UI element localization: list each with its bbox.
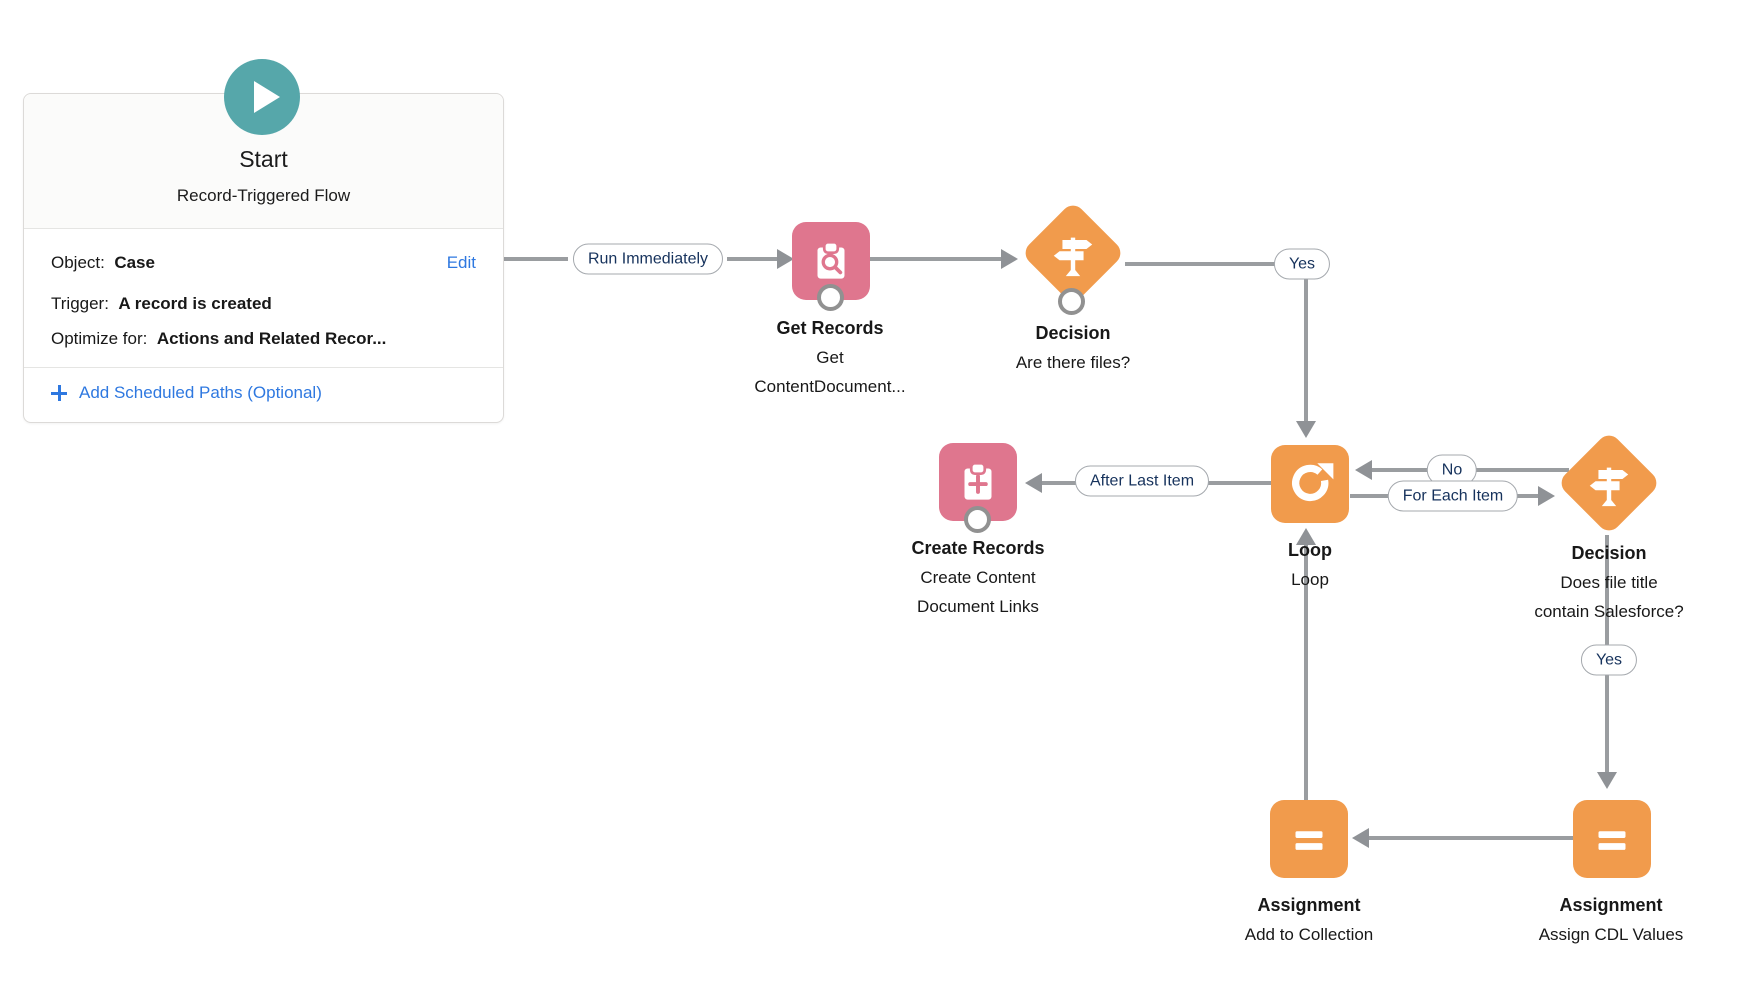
connector-pill-yes-2: Yes [1580, 644, 1638, 676]
connector-line [1605, 535, 1609, 645]
decision-signpost-icon [1053, 237, 1093, 277]
assignment-collection-label: Assignment Add to Collection [1159, 891, 1459, 949]
divider [24, 367, 503, 368]
record-create-icon [964, 461, 992, 500]
node-name-label: Document Links [917, 597, 1039, 616]
start-trigger-value: A record is created [118, 294, 272, 313]
connector-line [1304, 545, 1308, 801]
arrowhead-left [1352, 828, 1369, 848]
decision1-label: Decision Are there files? [923, 319, 1223, 377]
connector-pill-yes: Yes [1273, 248, 1331, 280]
connector-stub[interactable] [817, 284, 844, 311]
node-type-label: Decision [1035, 323, 1111, 343]
start-trigger-row: Trigger: A record is created [51, 294, 476, 314]
arrowhead-up [1296, 528, 1316, 545]
assignment-equals-icon [1295, 831, 1323, 850]
node-name-label: Add to Collection [1244, 925, 1374, 944]
start-node-title: Start [239, 146, 288, 172]
get-records-label: Get Records Get ContentDocument... [680, 314, 980, 401]
assignment-node-add-to-collection[interactable] [1270, 800, 1348, 878]
edit-link[interactable]: Edit [446, 253, 476, 272]
loop-node[interactable] [1271, 445, 1349, 523]
connector-pill-for-each-item: For Each Item [1387, 480, 1519, 512]
start-optimize-value: Actions and Related Recor... [156, 329, 387, 348]
start-object-row: Object: Case Edit [51, 253, 476, 273]
connector-line [502, 257, 568, 261]
node-name-label: Assign CDL Values [1538, 925, 1684, 944]
start-object-label: Object: [51, 253, 105, 272]
node-name-label: Loop [1291, 570, 1329, 589]
node-name-label: Does file title [1560, 573, 1658, 592]
plus-icon [51, 385, 67, 401]
connector-line [1125, 262, 1308, 266]
connector-pill-after-last-item: After Last Item [1074, 465, 1210, 497]
connector-line [727, 257, 779, 261]
connector-line [1369, 836, 1574, 840]
connector-stub[interactable] [1058, 288, 1085, 315]
node-type-label: Create Records [911, 538, 1045, 558]
start-play-icon [224, 59, 300, 135]
start-optimize-row: Optimize for: Actions and Related Recor.… [51, 329, 476, 349]
connector-pill-no: No [1426, 454, 1478, 486]
arrowhead-left [1025, 473, 1042, 493]
node-type-label: Assignment [1257, 895, 1361, 915]
assignment-cdl-label: Assignment Assign CDL Values [1461, 891, 1758, 949]
node-name-label: Are there files? [1015, 353, 1131, 372]
record-lookup-icon [817, 240, 845, 279]
assignment-equals-icon [1598, 831, 1626, 850]
arrowhead-right [1538, 486, 1555, 506]
start-node-card[interactable]: Start Record-Triggered Flow Object: Case… [23, 93, 504, 423]
node-type-label: Get Records [776, 318, 884, 338]
decision-node-are-there-files[interactable] [1020, 200, 1126, 306]
connector-pill-run-immediately: Run Immediately [572, 243, 724, 275]
assignment-node-assign-cdl[interactable] [1573, 800, 1651, 878]
node-name-label: Create Content [920, 568, 1036, 587]
start-object-value: Case [114, 253, 155, 272]
start-optimize-label: Optimize for: [51, 329, 148, 348]
node-type-label: Assignment [1559, 895, 1663, 915]
arrowhead-left [1355, 460, 1372, 480]
play-triangle-icon [253, 81, 280, 113]
connector-line [1304, 264, 1308, 422]
node-type-label: Decision [1571, 543, 1647, 563]
connector-stub[interactable] [964, 506, 991, 533]
node-name-label: Get [816, 348, 844, 367]
loop-label: Loop Loop [1160, 536, 1460, 594]
connector-line [1605, 675, 1609, 773]
decision-node-file-title[interactable] [1556, 430, 1662, 536]
add-scheduled-paths-button[interactable]: Add Scheduled Paths (Optional) [51, 383, 322, 403]
arrowhead-right [777, 249, 794, 269]
add-scheduled-paths-label: Add Scheduled Paths (Optional) [79, 383, 322, 402]
arrowhead-down [1597, 772, 1617, 789]
node-type-label: Loop [1288, 540, 1332, 560]
node-name-label: contain Salesforce? [1534, 602, 1684, 621]
loop-icon [1292, 463, 1334, 502]
node-name-label: ContentDocument... [754, 377, 906, 396]
start-node-subtitle: Record-Triggered Flow [176, 186, 351, 205]
arrowhead-right [1001, 249, 1018, 269]
decision2-label: Decision Does file title contain Salesfo… [1459, 539, 1758, 626]
create-records-label: Create Records Create Content Document L… [828, 534, 1128, 621]
connector-line [868, 257, 1004, 261]
start-trigger-label: Trigger: [51, 294, 109, 313]
arrowhead-down [1296, 421, 1316, 438]
decision-signpost-icon [1589, 467, 1629, 507]
